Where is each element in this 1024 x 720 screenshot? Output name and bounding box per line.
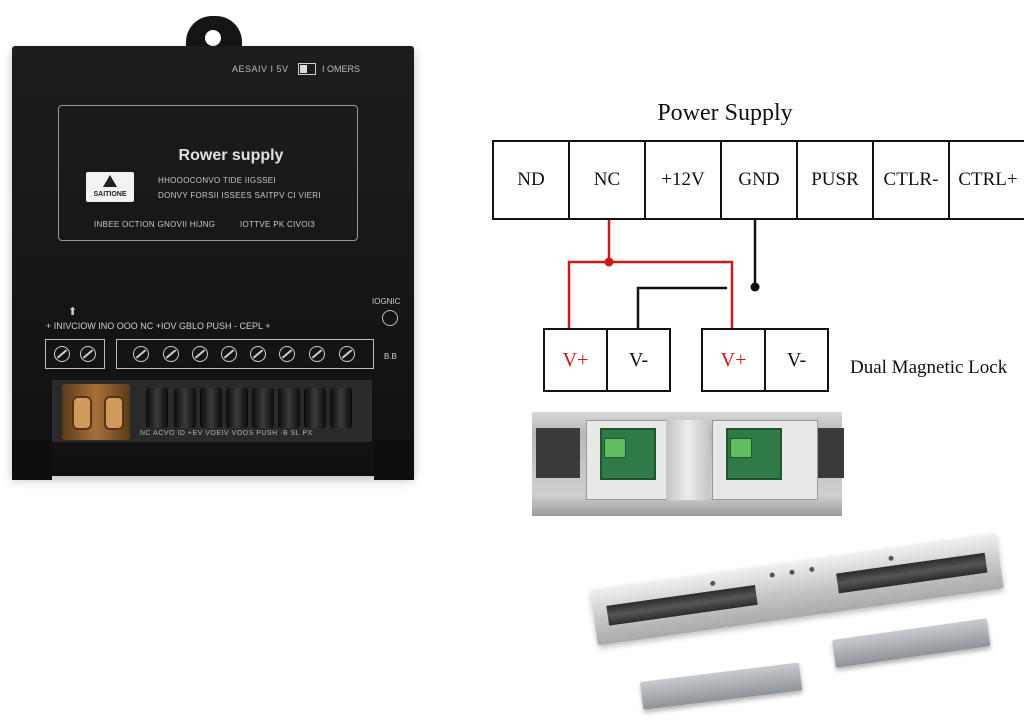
fuse [104,396,124,430]
arrow-icon: ⬆ [68,306,78,318]
positive-wire [609,260,734,330]
indicator-label-bottom: B.B [384,352,397,361]
fuse [72,396,92,430]
voltage-switch[interactable] [298,63,316,75]
screw-hole [769,572,776,578]
power-supply-foot-right [374,440,414,480]
switch-text: I OMERS [322,64,361,74]
lock-left-v-minus: V- [628,348,649,371]
indicator-label: IOGNIC [372,297,401,306]
negative-junction [750,282,760,292]
spec-line: HHOOOCONVO TIDE IIGSSEI [158,176,276,185]
pcb-text: NC ACVO ID +EV VOEIV VOOS PUSH ·B SL PX [140,430,313,437]
indicator-light-icon [382,310,398,326]
warning-triangle-icon [103,175,117,187]
terminal-nd: ND [494,142,570,218]
terminal-post [174,388,196,428]
spec-line: DONVY FORSII ISSEES SAITPV CI VIERI [158,191,321,200]
terminal-post [278,388,300,428]
power-supply-foot-left [12,440,52,480]
label-panel [58,105,358,241]
lock-terminal-right: V+ V- [701,328,829,392]
device-label: Dual Magnetic Lock [850,357,1008,378]
terminal-labels: + INIVCIOW INO OOO NC +IOV GBLO PUSH - C… [46,321,271,331]
diagram-title: Power Supply [657,100,793,126]
terminal-block: ND NC +12V GND PUSR CTLR- CTRL+ [492,140,1024,220]
pcb-terminal-block [730,438,752,458]
logo-text: SAITIONE [93,191,127,198]
screw-terminal[interactable] [192,346,208,362]
magnet-face [606,585,758,626]
screw-terminal[interactable] [339,346,355,362]
lock-end-cap [536,428,580,478]
screw-terminal[interactable] [54,346,70,362]
terminal-post [226,388,248,428]
screw-terminal[interactable] [250,346,266,362]
terminal-post [330,388,352,428]
screw-terminal[interactable] [133,346,149,362]
terminal-pusr: PUSR [798,142,874,218]
spec-line: IOTTVE PK CIVOI3 [240,220,316,229]
model-text: AESAIV I 5V [232,64,289,74]
terminal-post [252,388,274,428]
spec-line: INBEE OCTION GNOVII HIJNG [94,220,216,229]
terminal-post [200,388,222,428]
screw-terminal[interactable] [279,346,295,362]
terminal-ctlr-minus: CTLR- [874,142,950,218]
panel-title: Rower supply [178,147,284,164]
pcb-terminal-block [604,438,626,458]
lock-right-v-minus: V- [786,348,807,371]
mounting-hole [205,30,221,46]
negative-wire [636,286,727,330]
screw-terminal[interactable] [163,346,179,362]
terminal-post [304,388,326,428]
terminal-post [146,388,168,428]
screw-hole [808,566,815,573]
lock-left-v-plus: V+ [545,330,608,390]
lock-right-v-plus: V+ [703,330,766,390]
positive-wire [567,220,611,330]
lock-terminal-left: V+ V- [543,328,671,392]
positive-junction [604,257,614,267]
screw-hole [789,569,795,576]
output-terminal-strip [116,339,374,369]
terminal-gnd: GND [722,142,798,218]
terminal-ctrl-plus: CTRL+ [958,169,1018,190]
screw-terminal[interactable] [309,346,325,362]
screw-terminal[interactable] [221,346,237,362]
terminal-nc: NC [570,142,646,218]
screw-hole [709,580,716,587]
screw-hole [888,555,894,562]
magnet-face [836,552,988,594]
lock-center-bracket [666,420,710,500]
input-terminal-strip [45,339,105,369]
lock-pcb [600,428,656,480]
screw-terminal[interactable] [80,346,96,362]
terminal-12v: +12V [646,142,722,218]
